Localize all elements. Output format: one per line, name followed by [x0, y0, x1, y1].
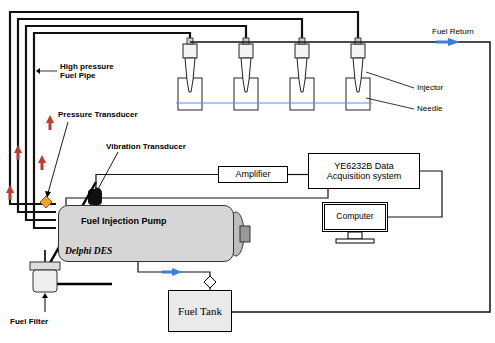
injectors	[178, 38, 370, 110]
fuel-filter	[30, 262, 60, 270]
monitor-stand	[336, 239, 374, 243]
fuel-pipe	[10, 12, 358, 204]
fuel-pipe	[44, 250, 46, 262]
part-label: Fuel Filter	[10, 317, 48, 326]
flow-arrow	[162, 271, 174, 274]
fuel-pipe	[26, 26, 246, 220]
part-label: Vibration Transducer	[106, 142, 186, 151]
part-label: Needle	[417, 104, 442, 113]
amplifier-box: Amplifier	[218, 166, 288, 183]
fuel-pipe	[34, 33, 190, 228]
part-label: Fuel Return	[432, 27, 474, 36]
fuel-filter	[33, 270, 57, 292]
flow-arrow	[17, 152, 20, 160]
leader-line	[366, 98, 414, 109]
leader-arrow	[42, 293, 48, 298]
injector-nozzle	[185, 58, 195, 92]
pump-shaft	[240, 226, 250, 242]
flow-arrow	[49, 122, 52, 130]
injector-body	[183, 44, 197, 58]
injector-body	[239, 44, 253, 58]
injector-nozzle	[353, 58, 363, 92]
leader-line	[40, 71, 57, 72]
injector-body	[295, 44, 309, 58]
return-line	[190, 42, 490, 312]
node-text: Delphi DES	[65, 246, 112, 257]
injector-cap	[243, 38, 249, 44]
injector-cap	[187, 38, 193, 44]
node-text: Amplifier	[235, 169, 270, 179]
node-text: Computer	[336, 212, 373, 222]
fuel-injection-pump: Fuel Injection PumpDelphi DES	[58, 205, 234, 262]
node-text: Fuel Injection Pump	[81, 216, 167, 226]
injector-nozzle	[297, 58, 307, 92]
fuel-pipe	[18, 19, 302, 212]
injector-cap	[299, 38, 305, 44]
part-label: Injector	[417, 83, 443, 92]
flow-arrow	[6, 185, 14, 193]
flow-arrow	[41, 162, 44, 170]
leader-line	[98, 152, 118, 189]
pressure-transducer	[40, 196, 52, 208]
leader-line	[45, 296, 46, 312]
valve-symbol	[204, 276, 216, 288]
flow-arrow	[14, 145, 22, 153]
flow-arrow	[436, 41, 450, 44]
part-label: Pressure Transducer	[58, 110, 138, 119]
node-text: Fuel Tank	[178, 305, 222, 318]
monitor-stand	[348, 232, 362, 239]
high-pressure-pipes	[6, 12, 358, 228]
signal-line	[288, 174, 308, 175]
leader-line	[48, 122, 68, 193]
part-label: High pressure Fuel Pipe	[60, 62, 132, 80]
leader-line	[366, 72, 414, 88]
data-acquisition-box: YE6232B Data Acquisition system	[308, 153, 420, 189]
injector-nozzle	[241, 58, 251, 92]
fuel-level	[176, 102, 372, 103]
signal-line	[66, 189, 328, 205]
computer-monitor: Computer	[322, 202, 388, 232]
injector-cap	[355, 38, 361, 44]
node-text: YE6232B Data Acquisition system	[313, 161, 415, 182]
injector-body	[351, 44, 365, 58]
flow-arrow	[9, 192, 12, 200]
flow-arrow	[46, 115, 54, 123]
leader-arrow	[36, 68, 40, 74]
signal-line	[96, 175, 218, 206]
flow-arrow	[38, 155, 46, 163]
fuel-tank: Fuel Tank	[168, 290, 232, 332]
signal-line	[138, 262, 210, 290]
